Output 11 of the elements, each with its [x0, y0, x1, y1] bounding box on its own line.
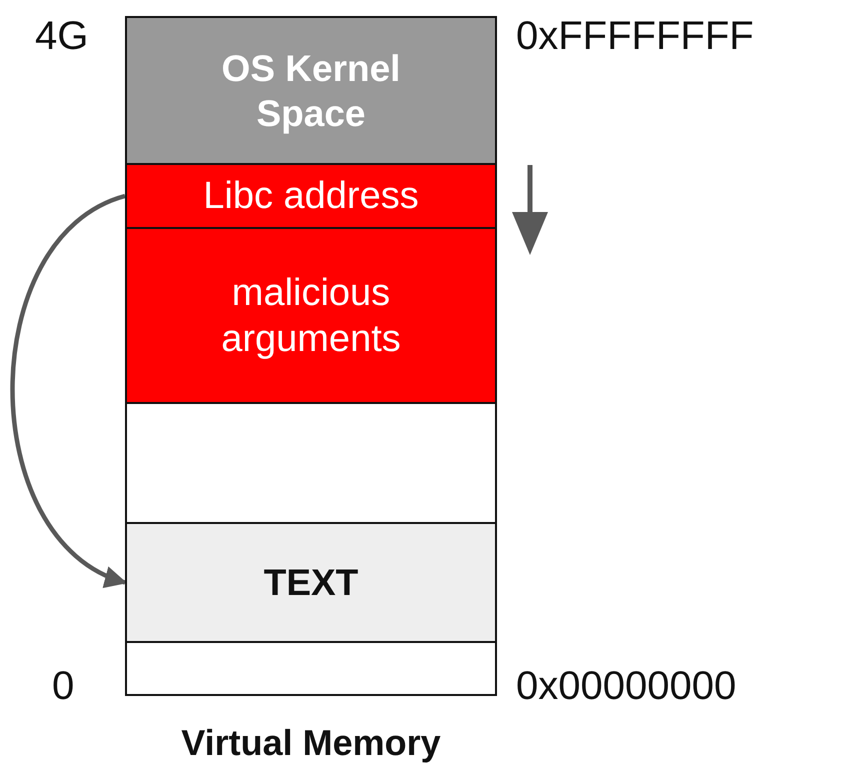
- segment-label: OS Kernel Space: [220, 47, 402, 136]
- segment-label: Libc address: [203, 174, 419, 220]
- address-label: 4G: [35, 14, 88, 59]
- curved-arrow: [10, 194, 128, 585]
- empty-segment: [125, 641, 497, 696]
- caption: Virtual Memory: [180, 722, 442, 764]
- segment-label: malicious arguments: [220, 270, 402, 362]
- address-label: 0x00000000: [516, 664, 736, 709]
- address-label: 0xFFFFFFFF: [516, 14, 754, 59]
- segment-label: TEXT: [264, 561, 358, 606]
- address-label: 0: [52, 664, 74, 709]
